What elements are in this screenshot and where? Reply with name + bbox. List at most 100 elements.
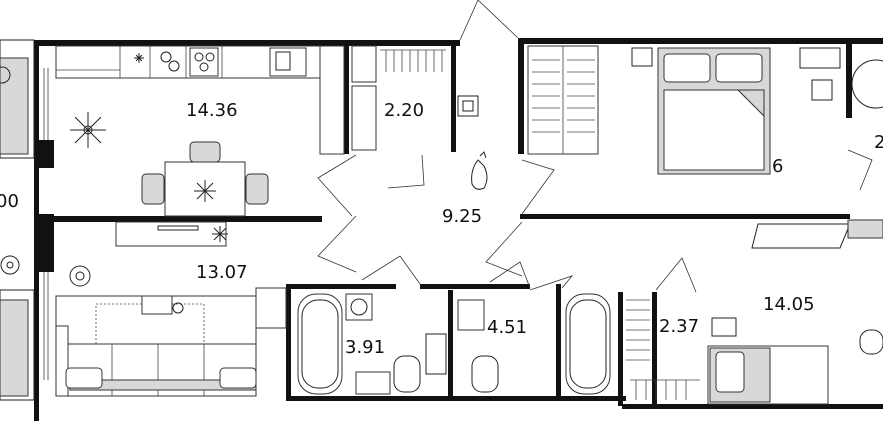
area-labels: 14.36 2.20 9.25 13.07 3.91 4.51 2.37 14.…	[0, 100, 883, 358]
door-swing	[361, 255, 421, 285]
area-bedroom-2: 14.05	[763, 294, 815, 315]
balcony-frame-top	[0, 39, 35, 159]
wall-bath2-top	[420, 284, 530, 289]
desk	[751, 223, 851, 249]
balcony-frame-bottom	[0, 289, 35, 401]
storage-shelf	[351, 45, 377, 83]
door-swing	[489, 261, 531, 289]
wall-bedroom-separation	[520, 214, 850, 219]
wall-closet-left	[618, 292, 623, 406]
door-swing	[317, 154, 357, 217]
kitchen-light-icon	[134, 53, 144, 63]
cup-icon	[172, 302, 184, 314]
sink-basin-icon	[275, 51, 291, 71]
pillow-icon	[65, 367, 103, 389]
wall-storage-left	[344, 42, 349, 154]
wall-bath-separation	[448, 290, 453, 398]
wall-bath1-top	[286, 284, 396, 289]
toilet-icon	[471, 355, 499, 393]
kitchen-furniture	[55, 45, 345, 217]
wall-kitchen-living	[52, 216, 322, 222]
area-balcony-left: 00	[0, 191, 19, 212]
tv-icon	[157, 225, 199, 231]
bath-2-fixtures	[457, 293, 611, 395]
door-swing	[459, 0, 519, 41]
balcony-seat-bottom	[0, 299, 29, 397]
door-swing	[847, 149, 873, 191]
floor-lamp-icon	[69, 265, 91, 287]
wall-top-right	[518, 38, 883, 44]
wall-bath2-right	[556, 284, 561, 398]
wall-bottom-middle	[286, 396, 626, 401]
blanket	[663, 89, 765, 171]
wall-bottom-right	[622, 404, 883, 409]
hob-burner-icon	[205, 52, 215, 62]
area-storage: 2.20	[384, 100, 424, 121]
area-room-right-edge: 2	[874, 132, 883, 153]
nightstand	[711, 317, 737, 337]
hall-doors	[317, 0, 873, 293]
bathtub	[297, 293, 343, 395]
hall-socket-inner-icon	[462, 100, 474, 112]
bath-1-fixtures	[297, 293, 447, 395]
pillow-icon	[663, 53, 711, 83]
wall-storage-right	[451, 42, 456, 152]
balcony-plant-icon	[0, 66, 11, 84]
storage-shelf	[351, 85, 377, 151]
hob-icon	[189, 47, 219, 77]
cat-icon	[471, 151, 488, 190]
bathtub	[565, 293, 611, 395]
balcony-seat-top	[0, 57, 29, 155]
bathtub-inner	[569, 299, 607, 389]
round-table-icon	[851, 59, 883, 109]
floor-lamp-center-icon	[75, 271, 85, 281]
hob-burner-icon	[194, 52, 204, 62]
door-swing	[529, 275, 574, 291]
closet-hangers-icon	[626, 299, 700, 400]
nightstand	[631, 47, 653, 67]
plant-icon	[70, 112, 106, 148]
nightstand	[799, 47, 841, 69]
balcony-lamp-icon	[0, 255, 20, 275]
balcony-lamp-center-icon	[6, 261, 14, 269]
bedroom-socket-icon	[811, 79, 833, 101]
wall-right-stub	[846, 38, 852, 118]
wall-left-pier-1	[34, 140, 54, 168]
toilet-icon	[393, 355, 421, 393]
hob-burner-icon	[199, 62, 209, 72]
laptop-icon	[141, 295, 173, 315]
washbasin-icon	[355, 371, 391, 395]
area-bath-1: 3.91	[345, 337, 385, 358]
hangers-icon	[380, 49, 446, 72]
pillow-icon	[219, 367, 257, 389]
area-hall: 9.25	[442, 206, 482, 227]
washing-machine-drum-icon	[350, 298, 368, 316]
living-furniture	[55, 221, 287, 397]
bedroom-2-furniture	[707, 317, 883, 405]
radiator	[255, 287, 287, 329]
door-swing	[387, 154, 425, 189]
wardrobe-hangers-icon	[532, 59, 595, 133]
left-balcony	[0, 39, 49, 401]
closet-fixtures	[626, 299, 700, 400]
chair-icon	[245, 173, 269, 205]
washbasin-icon	[457, 299, 485, 331]
radiator	[847, 219, 883, 239]
bathtub-inner	[301, 299, 339, 389]
wall-closet-right	[652, 292, 657, 406]
door-swing	[485, 221, 523, 277]
hall-socket-icon	[457, 95, 479, 117]
pillow-icon	[715, 351, 745, 393]
chair-icon	[141, 173, 165, 205]
area-kitchen: 14.36	[186, 100, 238, 121]
area-living: 13.07	[196, 262, 248, 283]
door-swing	[521, 159, 555, 215]
door-swing	[317, 215, 357, 273]
living-plant-icon	[212, 226, 228, 242]
blanket-fold	[736, 89, 765, 118]
area-bedroom-1: 6	[772, 156, 783, 177]
walls	[34, 38, 883, 421]
wall-left-pier-2	[34, 214, 54, 272]
area-bath-2: 4.51	[487, 317, 527, 338]
bedroom-1-furniture	[527, 45, 883, 249]
